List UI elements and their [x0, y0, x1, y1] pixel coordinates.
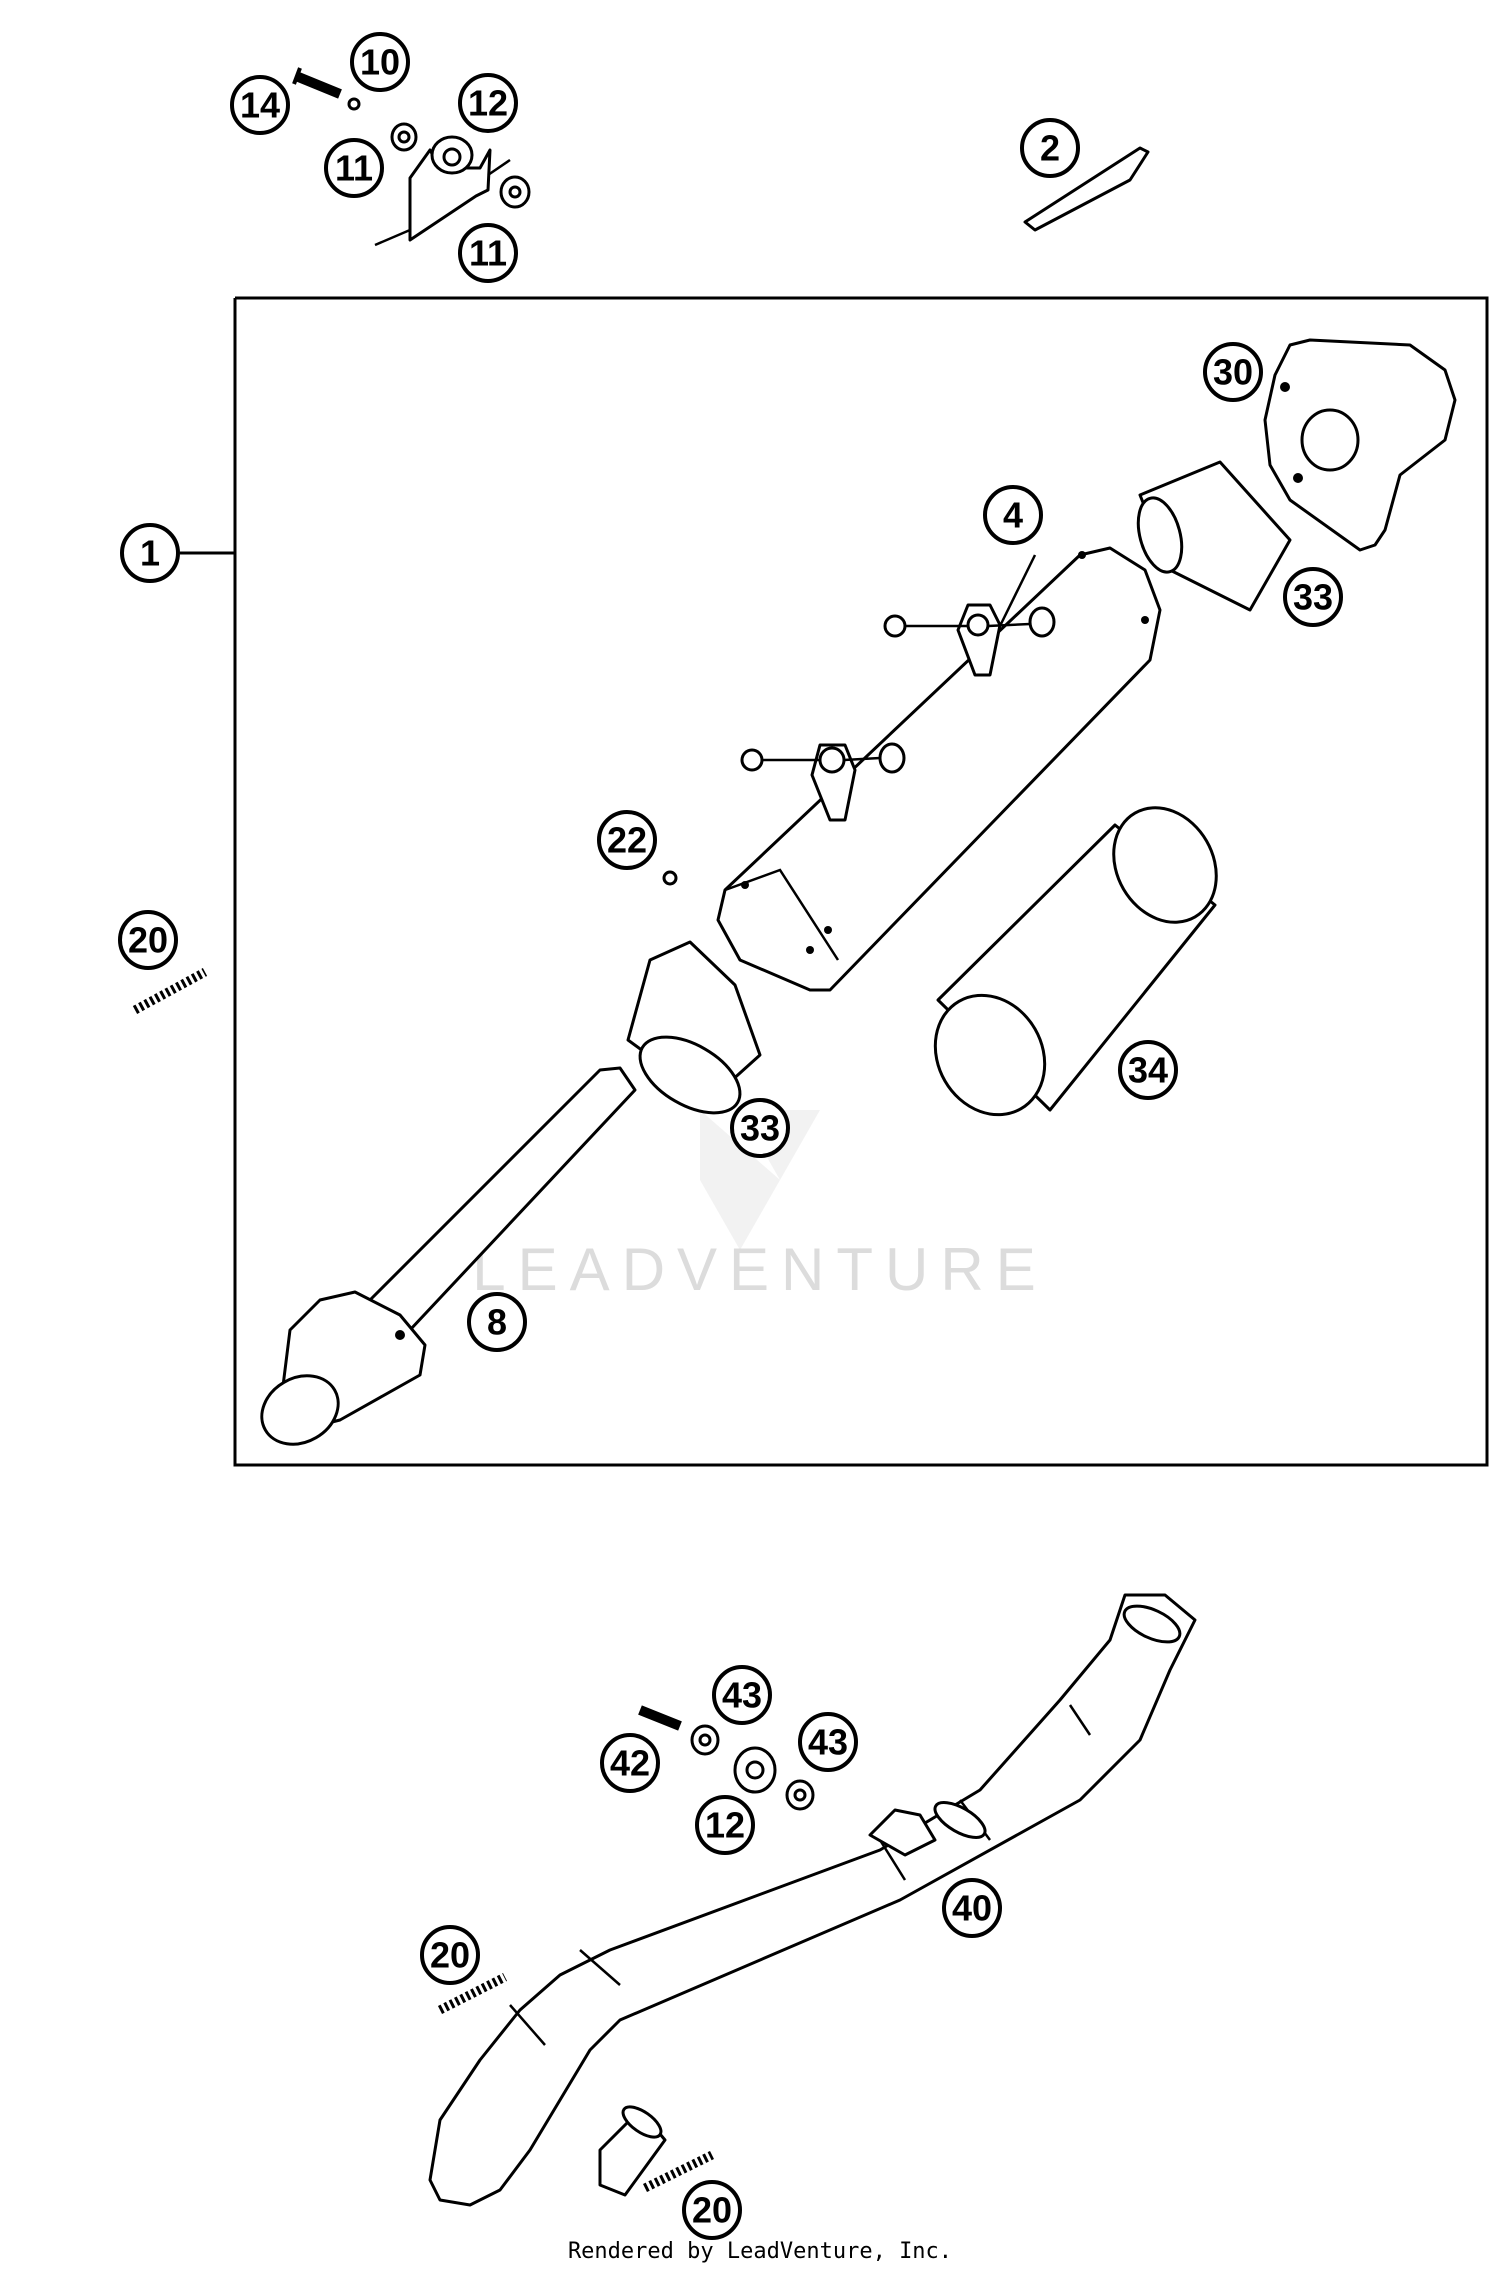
svg-text:33: 33 [1293, 577, 1333, 618]
footer-credit: Rendered by LeadVenture, Inc. [568, 2239, 952, 2264]
callout-11: 11 [458, 223, 518, 283]
callout-20: 20 [682, 2180, 742, 2240]
callout-14: 14 [230, 75, 290, 135]
spring-20-bottom [643, 2150, 714, 2193]
svg-text:20: 20 [692, 2190, 732, 2231]
silencer-body [716, 546, 1162, 992]
svg-text:20: 20 [430, 1935, 470, 1976]
spring-20-middle [437, 1972, 508, 2015]
svg-text:4: 4 [1003, 495, 1023, 536]
callout-20: 20 [420, 1925, 480, 1985]
callout-2: 2 [1020, 118, 1080, 178]
callout-42: 42 [600, 1733, 660, 1793]
callout-8: 8 [467, 1292, 527, 1352]
svg-text:43: 43 [808, 1722, 848, 1763]
callout-20: 20 [118, 910, 178, 970]
watermark-text: LEADVENTURE [472, 1236, 1047, 1303]
svg-text:34: 34 [1128, 1050, 1168, 1091]
svg-text:12: 12 [705, 1805, 745, 1846]
washer-43-upper [690, 1724, 720, 1756]
heat-shield-strip [1023, 146, 1150, 232]
svg-text:8: 8 [487, 1302, 507, 1343]
svg-text:43: 43 [722, 1675, 762, 1716]
svg-text:11: 11 [335, 148, 373, 189]
callout-34: 34 [1118, 1040, 1178, 1100]
washer-11-upper [390, 122, 418, 152]
callout-10: 10 [350, 32, 410, 92]
bolt-14 [292, 67, 342, 99]
header-pipe [428, 1593, 1197, 2207]
svg-text:42: 42 [610, 1743, 650, 1784]
spring-20-left [132, 968, 208, 1014]
assembly-frame [233, 296, 1489, 1467]
callout-43: 43 [712, 1665, 772, 1725]
mount-tab-lower [740, 742, 906, 822]
inner-tube [260, 1066, 637, 1446]
callout-43: 43 [798, 1712, 858, 1772]
exhaust-clamp [868, 1801, 987, 1857]
callout-12: 12 [695, 1795, 755, 1855]
svg-text:40: 40 [952, 1888, 992, 1929]
svg-text:30: 30 [1213, 352, 1253, 393]
leader-lines [998, 554, 1037, 627]
washer-11-lower [499, 175, 531, 209]
svg-text:10: 10 [360, 42, 400, 83]
callout-22: 22 [597, 810, 657, 870]
mount-tab-upper [883, 603, 1056, 677]
callout-40: 40 [942, 1878, 1002, 1938]
cone-packing-upper [1136, 460, 1292, 612]
bolt-42 [638, 1705, 682, 1731]
screw-22 [662, 870, 678, 886]
svg-text:20: 20 [128, 920, 168, 961]
svg-text:33: 33 [740, 1108, 780, 1149]
svg-text:22: 22 [607, 820, 647, 861]
callout-30: 30 [1203, 342, 1263, 402]
svg-text:11: 11 [469, 233, 507, 274]
svg-text:12: 12 [468, 83, 508, 124]
callout-12: 12 [458, 73, 518, 133]
svg-text:1: 1 [140, 533, 160, 574]
watermark-logo [700, 1110, 820, 1250]
callout-33: 33 [1283, 567, 1343, 627]
callout-4: 4 [983, 485, 1043, 545]
insulation-tube [933, 806, 1218, 1117]
end-cap [1263, 338, 1457, 552]
callout-33: 33 [730, 1098, 790, 1158]
washer-10 [347, 97, 361, 111]
callout-11: 11 [324, 138, 384, 198]
cone-packing-lower [626, 940, 762, 1115]
callout-1: 1 [120, 523, 180, 583]
grommet-12 [733, 1746, 777, 1794]
svg-text:14: 14 [240, 85, 280, 126]
washer-43-lower [785, 1779, 815, 1811]
mounting-bracket [374, 135, 511, 247]
svg-text:2: 2 [1040, 128, 1060, 169]
